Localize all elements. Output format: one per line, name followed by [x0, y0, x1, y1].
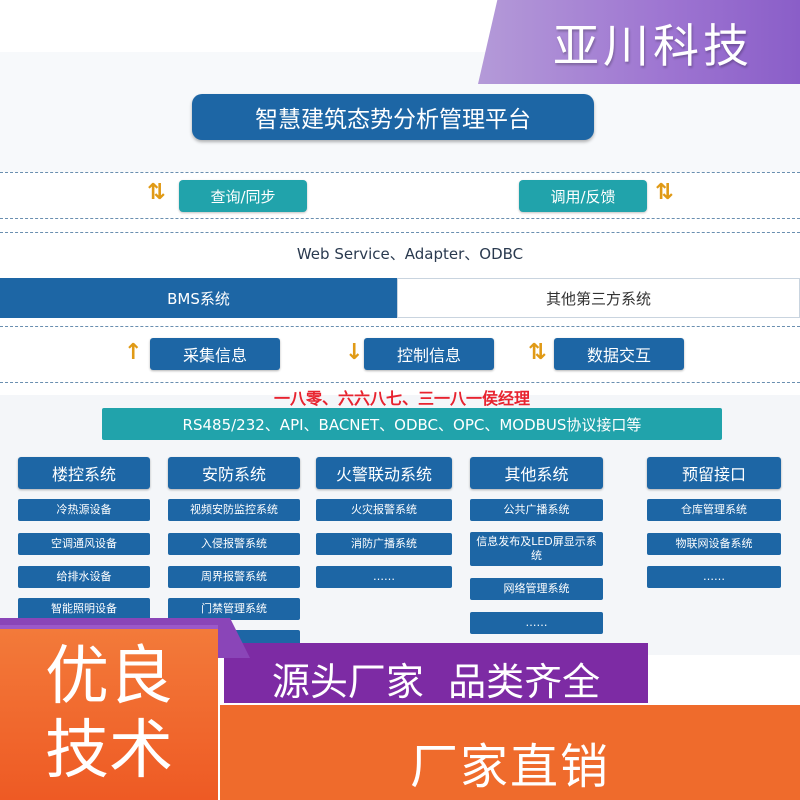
call-feedback-button[interactable]: 调用/反馈 [519, 180, 647, 212]
promo-banner: 源头厂家 品类齐全 [224, 643, 648, 704]
protocol-line: Web Service、Adapter、ODBC [296, 245, 524, 263]
list-item[interactable]: 视频安防监控系统 [168, 499, 300, 521]
list-item[interactable]: 火灾报警系统 [316, 499, 452, 521]
column-header-reserved-interface[interactable]: 预留接口 [647, 457, 781, 489]
list-item[interactable]: 门禁管理系统 [168, 598, 300, 620]
arrow-updown-icon: ⇅ [528, 340, 547, 365]
dashed-line-1 [0, 172, 800, 173]
list-item[interactable]: 信息发布及LED屏显示系统 [470, 532, 603, 566]
column-header-building-control[interactable]: 楼控系统 [18, 457, 150, 489]
arrow-down-icon: ↓ [345, 340, 364, 365]
list-item[interactable]: …… [470, 612, 603, 634]
list-item[interactable]: 周界报警系统 [168, 566, 300, 588]
dashed-line-4 [0, 326, 800, 327]
data-exchange-button[interactable]: 数据交互 [554, 338, 684, 370]
collect-info-button[interactable]: 采集信息 [150, 338, 280, 370]
list-item[interactable]: 消防广播系统 [316, 533, 452, 555]
third-party-bar: 其他第三方系统 [397, 278, 800, 318]
platform-title: 智慧建筑态势分析管理平台 [192, 94, 594, 140]
list-item[interactable]: 公共广播系统 [470, 499, 603, 521]
arrow-updown-icon: ⇅ [655, 180, 674, 205]
dashed-line-2 [0, 218, 800, 219]
list-item[interactable]: …… [316, 566, 452, 588]
list-item[interactable]: 仓库管理系统 [647, 499, 781, 521]
column-header-fire-alarm[interactable]: 火警联动系统 [316, 457, 452, 489]
dashed-line-5 [0, 382, 800, 383]
column-header-other-systems[interactable]: 其他系统 [470, 457, 603, 489]
arrow-updown-icon: ⇅ [147, 180, 166, 205]
list-item[interactable]: …… [647, 566, 781, 588]
brand-banner: 亚川科技 [478, 0, 800, 84]
dashed-line-3 [0, 232, 800, 233]
list-item[interactable]: 网络管理系统 [470, 578, 603, 600]
protocol-interface-bar: RS485/232、API、BACNET、ODBC、OPC、MODBUS协议接口… [102, 408, 722, 440]
bms-system-bar: BMS系统 [0, 278, 397, 318]
list-item[interactable]: 入侵报警系统 [168, 533, 300, 555]
quality-tag: 优良 技术 [0, 625, 218, 800]
promo-text: 源头厂家 品类齐全 [271, 660, 601, 704]
list-item[interactable]: 给排水设备 [18, 566, 150, 588]
quality-tag-line1: 优良 [45, 640, 173, 714]
direct-sales-banner: 厂家直销 [220, 705, 800, 800]
contact-watermark: 一八零、六六八七、三一八一侯经理 [273, 389, 530, 408]
arrow-up-icon: ↑ [124, 340, 143, 365]
list-item[interactable]: 物联网设备系统 [647, 533, 781, 555]
quality-tag-line2: 技术 [45, 714, 173, 788]
query-sync-button[interactable]: 查询/同步 [179, 180, 307, 212]
list-item[interactable]: 空调通风设备 [18, 533, 150, 555]
list-item[interactable]: 智能照明设备 [18, 598, 150, 620]
brand-name: 亚川科技 [553, 19, 753, 73]
direct-sales-text: 厂家直销 [409, 739, 610, 795]
control-info-button[interactable]: 控制信息 [364, 338, 494, 370]
list-item[interactable]: 冷热源设备 [18, 499, 150, 521]
column-header-security[interactable]: 安防系统 [168, 457, 300, 489]
